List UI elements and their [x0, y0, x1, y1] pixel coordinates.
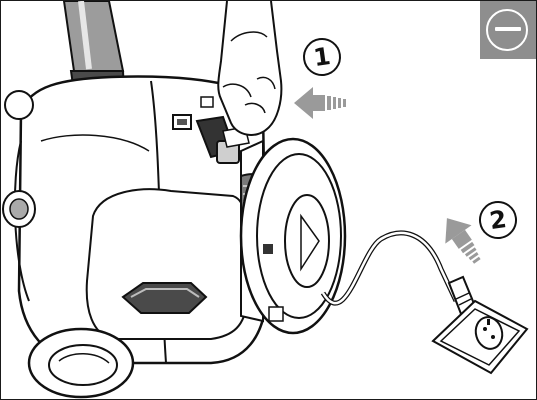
cord-reel-cover: [241, 139, 345, 333]
rear-wheel: [29, 329, 133, 397]
step-1-number: 1: [312, 42, 332, 72]
hand: [218, 1, 281, 135]
step-2-number: 2: [488, 205, 508, 235]
minus-bar: [495, 27, 521, 31]
wall-outlet-icon: [433, 301, 527, 373]
arrow-left-icon: [294, 87, 346, 119]
vacuum-body: [15, 77, 266, 363]
corner-tab: [480, 1, 536, 59]
